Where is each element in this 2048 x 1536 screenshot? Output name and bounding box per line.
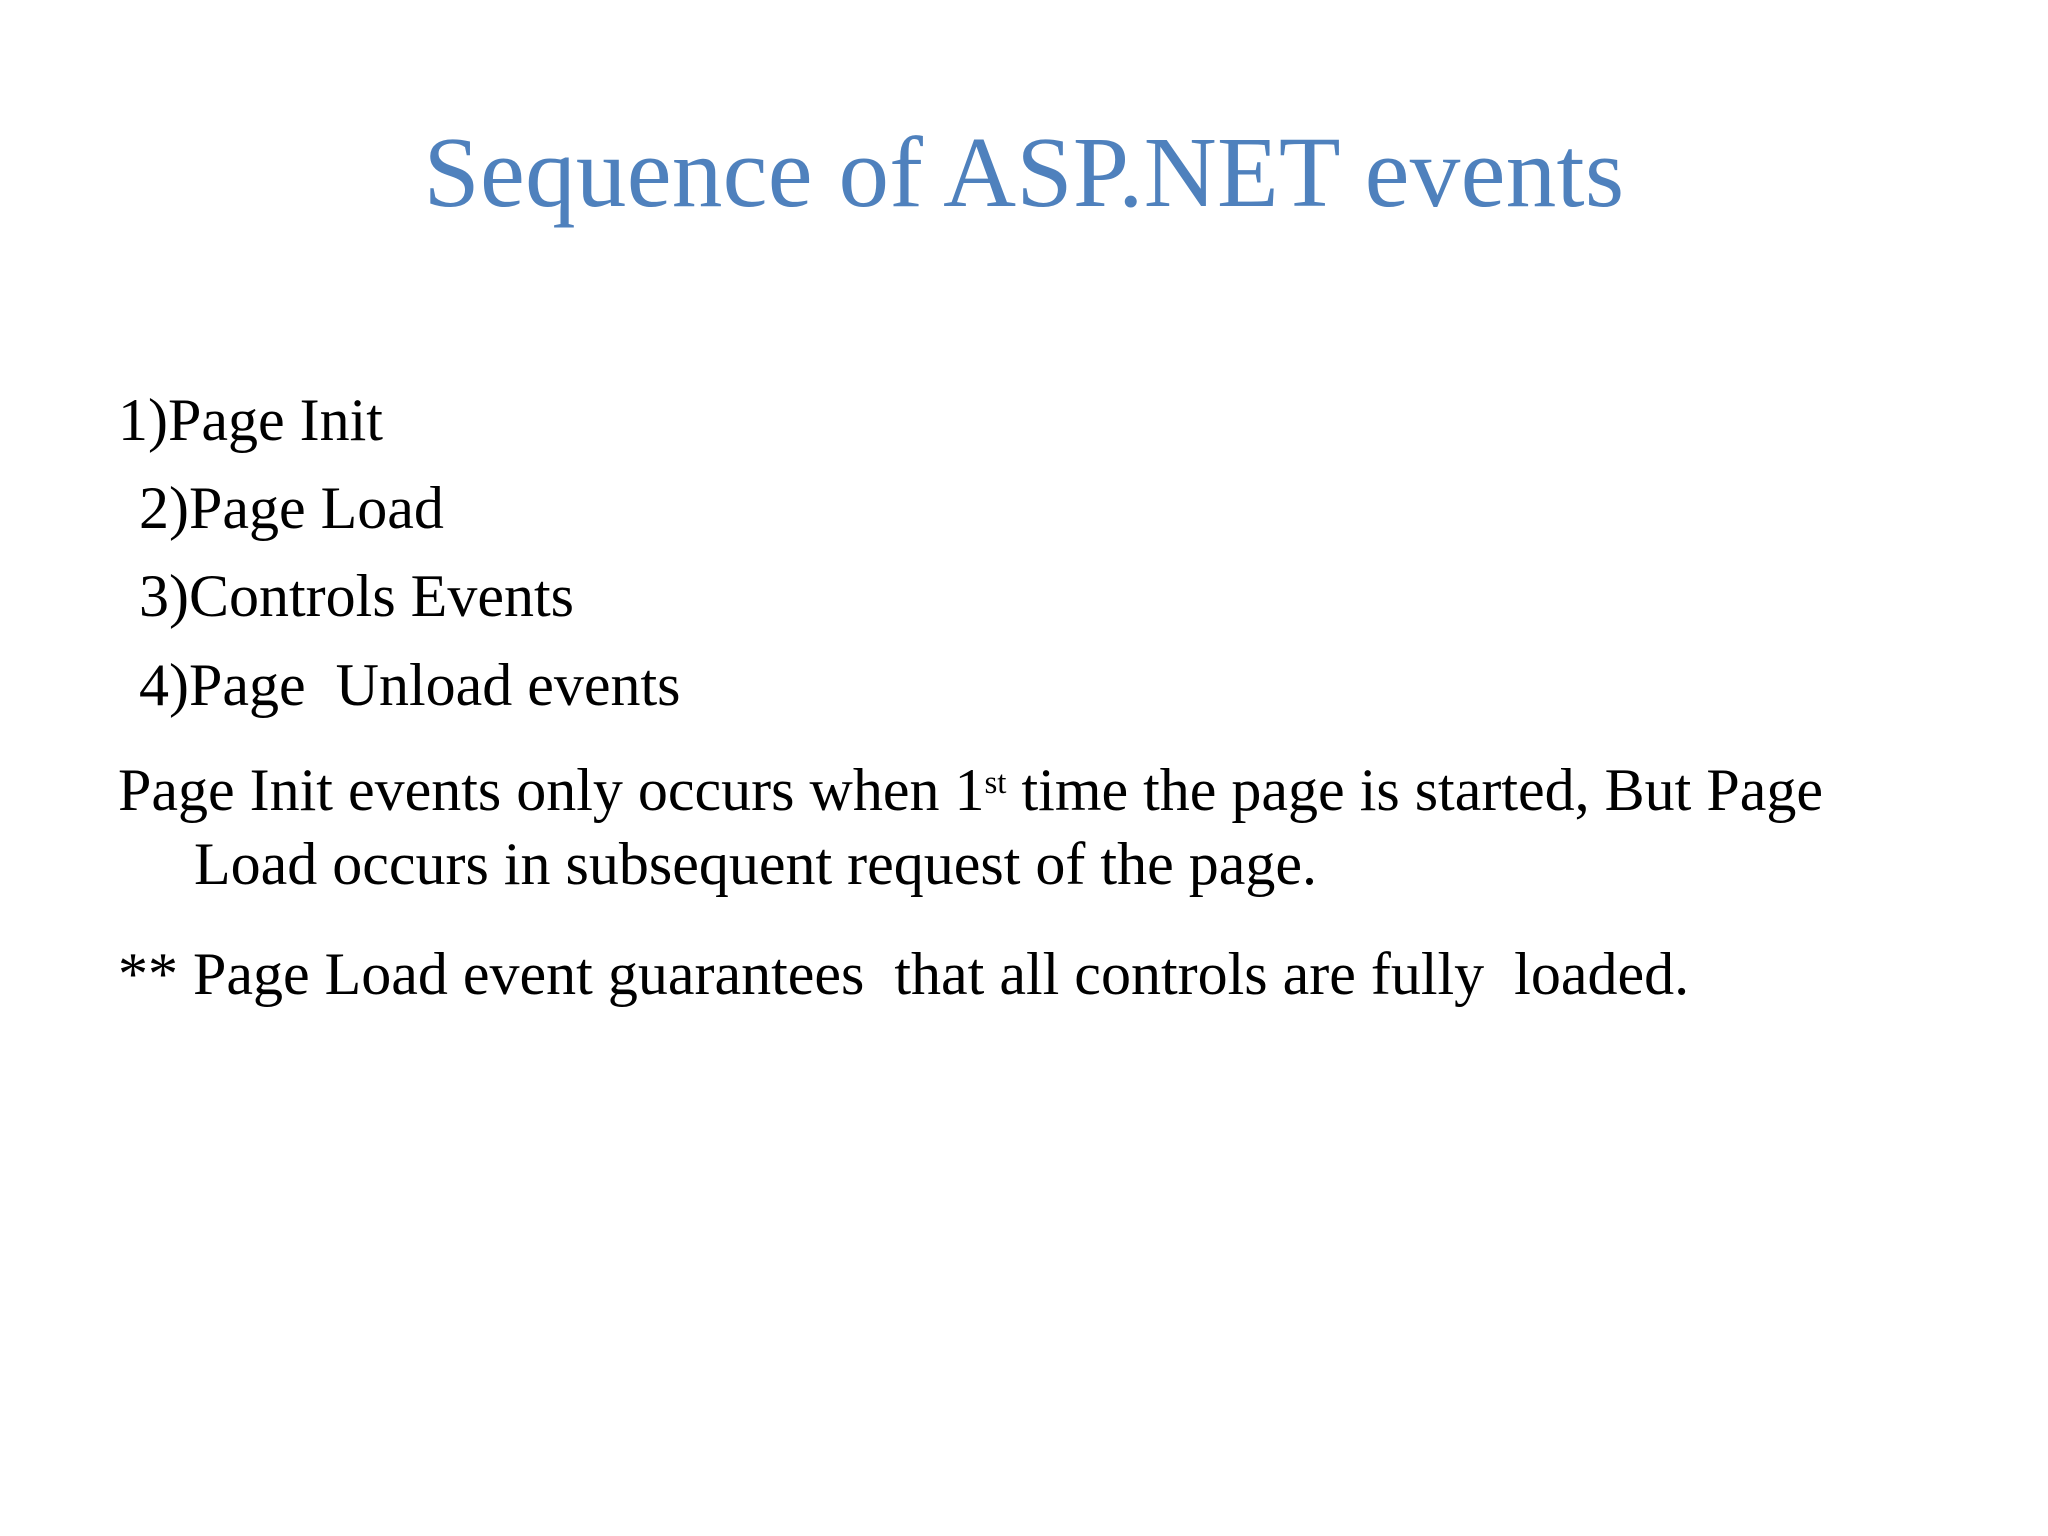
page-title: Sequence of ASP.NET events bbox=[423, 115, 1625, 228]
paragraph-lead-text: Page Init events only occurs when 1 bbox=[118, 756, 985, 823]
paragraph-tail-text: time the page is started, But Page Load … bbox=[194, 756, 1838, 897]
event-sequence-list: 1)Page Init 2)Page Load 3)Controls Event… bbox=[118, 376, 1928, 729]
list-item: 1)Page Init bbox=[118, 387, 383, 453]
list-item: 3)Controls Events bbox=[139, 563, 574, 630]
list-item: 4)Page Unload events bbox=[139, 651, 681, 718]
slide-title-container: Sequence of ASP.NET events bbox=[0, 48, 2048, 296]
slide-body-content: 1)Page Init 2)Page Load 3)Controls Event… bbox=[118, 376, 1928, 1011]
ordinal-suffix: st bbox=[984, 764, 1007, 801]
page-init-explanation-paragraph: Page Init events only occurs when 1st ti… bbox=[118, 753, 1928, 901]
list-item: 2)Page Load bbox=[139, 475, 444, 542]
page-load-note-paragraph: ** Page Load event guarantees that all c… bbox=[118, 940, 1690, 1007]
